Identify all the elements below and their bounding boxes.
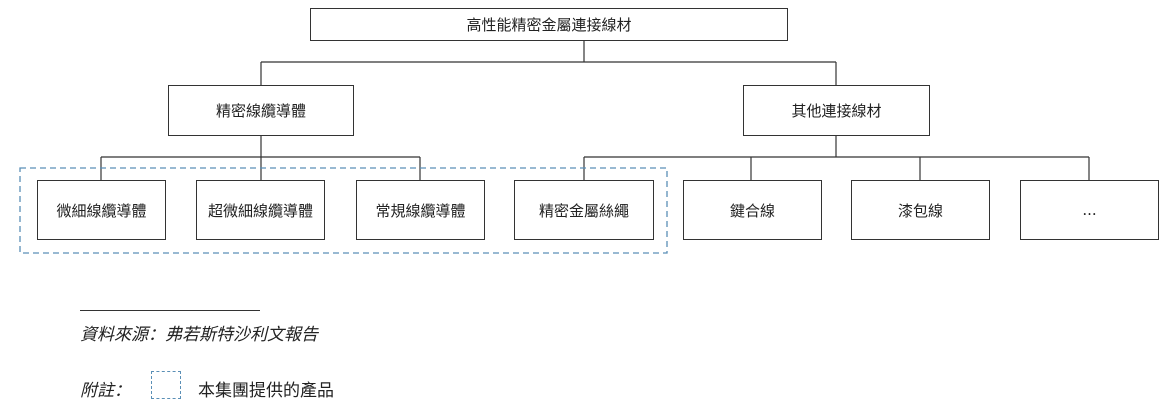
legend-dashed-swatch <box>151 371 181 399</box>
leaf-label: 微細線纜導體 <box>56 201 147 220</box>
leaf-label: 鍵合線 <box>729 201 775 220</box>
leaf-bonding-wire: 鍵合線 <box>683 180 822 240</box>
company-products-outline <box>19 167 668 254</box>
source-text: 資料來源：弗若斯特沙利文報告 <box>80 325 318 345</box>
leaf-ultra-micro-conductor: 超微細線纜導體 <box>196 180 325 240</box>
leaf-label: 精密金屬絲繩 <box>538 201 629 220</box>
branch-label: 其他連接線材 <box>791 102 882 120</box>
note-text: 本集團提供的產品 <box>198 381 334 401</box>
leaf-enamelled-wire: 漆包線 <box>851 180 990 240</box>
source-divider <box>80 310 260 311</box>
leaf-micro-conductor: 微細線纜導體 <box>37 180 166 240</box>
root-label: 高性能精密金屬連接線材 <box>466 16 632 34</box>
note-label: 附註： <box>80 381 131 401</box>
branch-other-wire: 其他連接線材 <box>743 85 930 136</box>
branch-precision-conductor: 精密線纜導體 <box>168 85 354 136</box>
root-node: 高性能精密金屬連接線材 <box>310 8 788 41</box>
leaf-label: 常規線纜導體 <box>375 201 466 220</box>
leaf-label: 漆包線 <box>897 201 943 220</box>
leaf-label: ... <box>1082 201 1097 219</box>
leaf-label: 超微細線纜導體 <box>207 201 313 220</box>
leaf-metal-wire-rope: 精密金屬絲繩 <box>514 180 654 240</box>
branch-label: 精密線纜導體 <box>215 102 306 120</box>
leaf-regular-conductor: 常規線纜導體 <box>356 180 485 240</box>
leaf-more: ... <box>1020 180 1159 240</box>
